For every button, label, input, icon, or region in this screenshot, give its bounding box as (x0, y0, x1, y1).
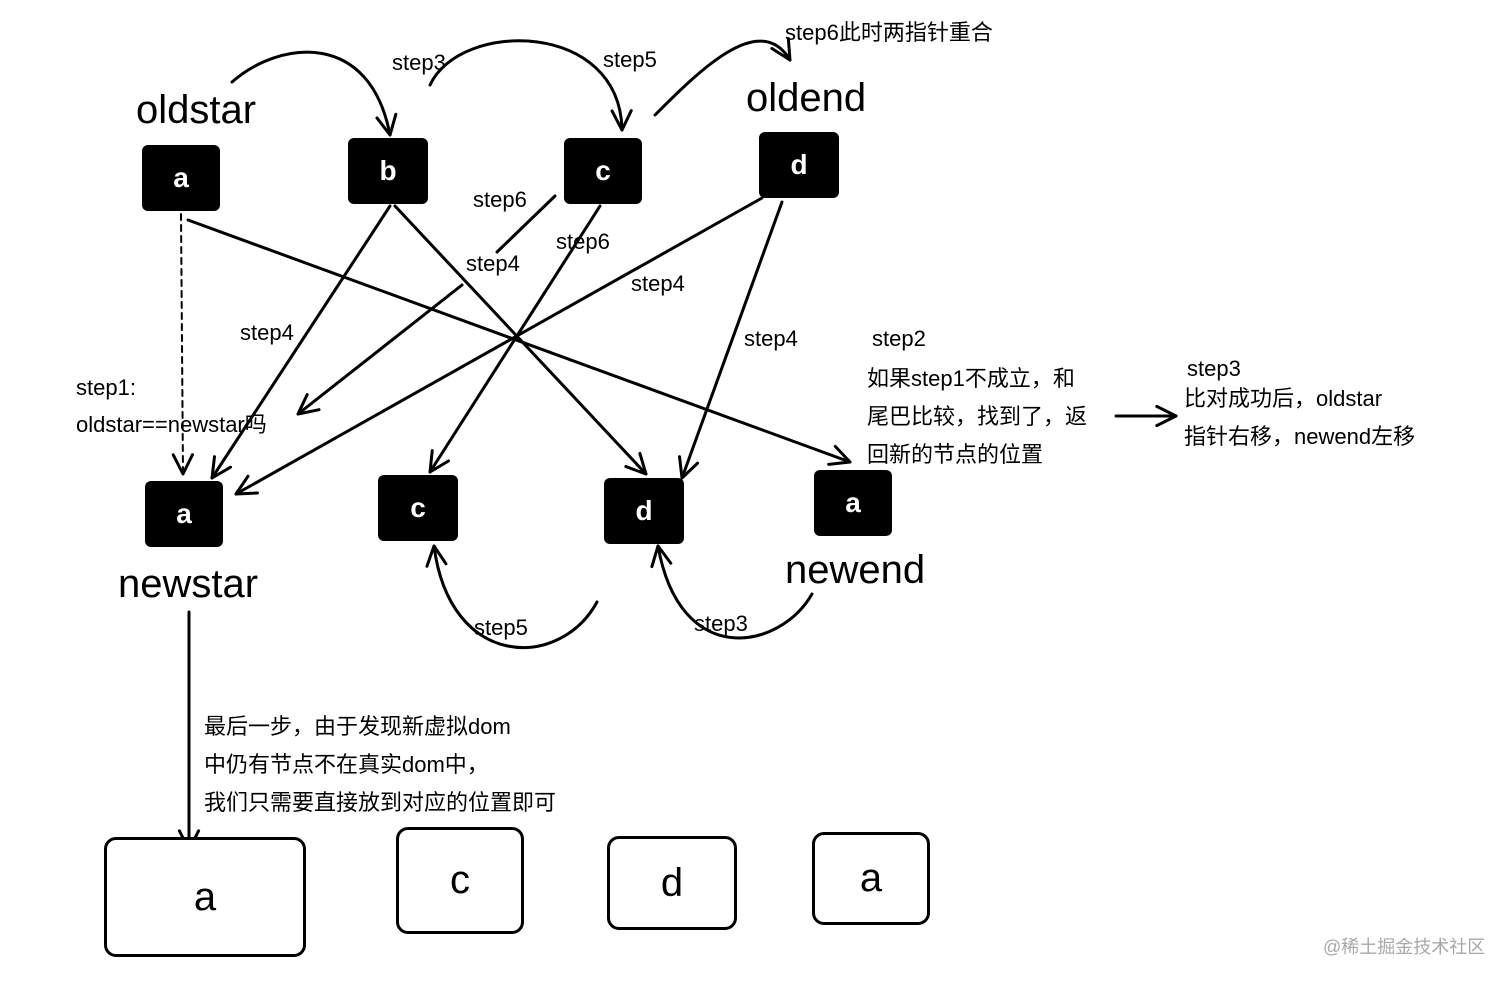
note-step3-title: step3 (1187, 356, 1241, 381)
new-node-a-end: a (814, 470, 892, 536)
label-step6-mid: step6 (556, 229, 610, 254)
label-step4-left: step4 (240, 320, 294, 345)
line-d-to-newstar (234, 196, 764, 496)
line-b-to-d (393, 204, 648, 476)
pointer-newstar: newstar (118, 562, 259, 606)
note-step2-title: step2 (872, 326, 926, 351)
note-step1-title: step1: (76, 375, 136, 400)
line-b-to-newstar (210, 204, 392, 480)
label-step6-top-step: step6 (785, 20, 839, 45)
old-node-a: a (142, 145, 220, 211)
pointer-oldstar: oldstar (136, 88, 257, 132)
result-node-d: d (607, 836, 737, 930)
new-node-d: d (604, 478, 684, 544)
curve-step3-top (230, 50, 398, 137)
label-step6-top-note: 此时两指针重合 (838, 20, 993, 45)
note-step1-text: oldstar==newstar吗 (76, 412, 267, 437)
result-node-a: a (104, 837, 306, 957)
label-step5-top: step5 (603, 47, 657, 72)
watermark: @稀土掘金技术社区 (1323, 937, 1486, 957)
note-final: 最后一步，由于发现新虚拟dom 中仍有节点不在真实dom中， 我们只需要直接放到… (204, 714, 557, 815)
curve-step5-top (428, 39, 633, 132)
curve-step3-bottom (650, 544, 814, 640)
label-step3-top: step3 (392, 50, 446, 75)
label-step4-d: step4 (744, 326, 798, 351)
label-step3-bottom: step3 (694, 611, 748, 636)
line-step4-to-newstar (296, 283, 464, 416)
line-d-to-new-d (678, 200, 784, 480)
note-step2-text: 如果step1不成立，和 尾巴比较，找到了，返 回新的节点的位置 (867, 366, 1088, 467)
old-node-c: c (564, 138, 642, 204)
line-c-step6 (495, 194, 557, 254)
label-step4-right: step4 (631, 271, 685, 296)
label-step6-top: step6此时两指针重合 (785, 22, 993, 44)
new-node-a: a (145, 481, 223, 547)
note-step3-text: 比对成功后，oldstar 指针右移，newend左移 (1184, 386, 1416, 449)
pointer-oldend: oldend (746, 76, 867, 120)
dashed-step1-arrow (171, 213, 194, 476)
old-node-b: b (348, 138, 428, 204)
result-node-a-end: a (812, 832, 930, 925)
pointer-newend: newend (785, 548, 926, 592)
result-node-c: c (396, 827, 524, 934)
label-step4-mid: step4 (466, 251, 520, 276)
old-node-d: d (759, 132, 839, 198)
label-step6-left: step6 (473, 187, 527, 212)
curve-step6-top (653, 37, 792, 117)
curve-step5-bottom (425, 544, 599, 649)
line-a-to-newend (186, 218, 852, 466)
new-node-c: c (378, 475, 458, 541)
label-step5-bottom: step5 (474, 615, 528, 640)
line-c-to-new-c (428, 204, 602, 474)
